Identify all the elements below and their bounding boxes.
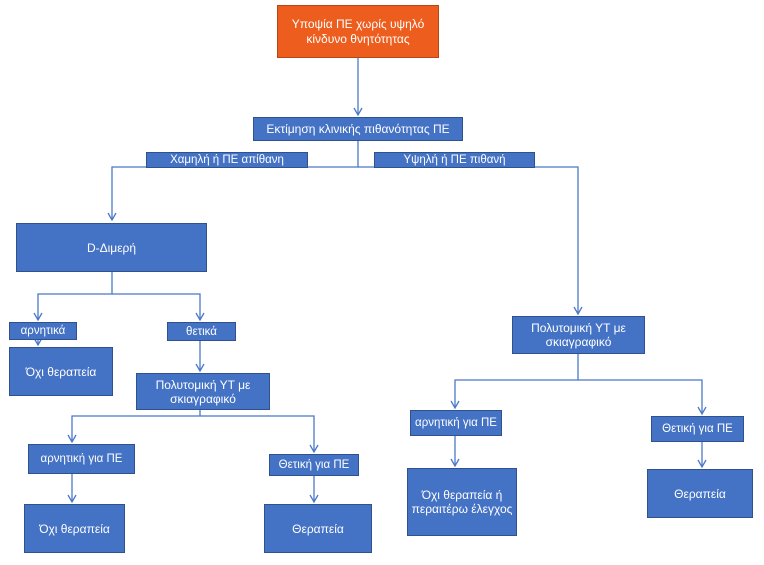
connector-ddimer-to-negative: [33, 272, 113, 322]
branch-low-probability: Χαμηλή ή ΠΕ απίθανη: [146, 152, 308, 168]
d-dimer-label: D-Διμερή: [86, 240, 137, 255]
root-suspicion-box: Υποψία ΠΕ χωρίς υψηλό κίνδυνο θνητότητας: [277, 5, 439, 58]
treatment-left-label: Θεραπεία: [292, 521, 344, 536]
root-suspicion-label: Υποψία ΠΕ χωρίς υψηλό κίνδυνο θνητότητας: [291, 16, 425, 46]
connector-ct-right-to-positive: [578, 379, 707, 416]
connector-ct-left-to-negative: [67, 410, 201, 444]
no-treatment-label-2: Όχι θεραπεία: [39, 521, 110, 536]
ct-angiography-right-box: Πολυτομική ΥΤ με σκιαγραφικό: [512, 316, 645, 354]
ct-right-positive-box: Θετική για ΠΕ: [651, 416, 744, 442]
treatment-right-label: Θεραπεία: [674, 486, 726, 501]
no-treatment-box-1: Όχι θεραπεία: [9, 347, 113, 396]
connector-ct-left-to-positive: [200, 415, 319, 454]
connector-ct-right-to-negative: [450, 354, 579, 410]
d-dimer-negative-label: αρνητικά: [20, 325, 66, 337]
no-treatment-or-further-label: Όχι θεραπεία ή περαιτέρω έλεγχος: [411, 488, 513, 516]
treatment-left-box: Θεραπεία: [264, 504, 372, 553]
d-dimer-positive-box: θετικά: [167, 322, 236, 341]
ct-angiography-right-label: Πολυτομική ΥΤ με σκιαγραφικό: [531, 321, 626, 349]
ct-angiography-left-box: Πολυτομική ΥΤ με σκιαγραφικό: [136, 373, 270, 410]
connector-assessment-to-high: [358, 166, 583, 316]
no-treatment-label-1: Όχι θεραπεία: [25, 364, 97, 379]
ct-left-negative-label: αρνητική για ΠΕ: [40, 453, 123, 465]
ct-right-negative-box: αρνητική για ΠΕ: [410, 410, 502, 436]
no-treatment-box-2: Όχι θεραπεία: [24, 504, 125, 553]
d-dimer-box: D-Διμερή: [16, 223, 207, 272]
ct-angiography-left-label: Πολυτομική ΥΤ με σκιαγραφικό: [155, 377, 251, 406]
d-dimer-positive-label: θετικά: [186, 325, 217, 338]
ct-right-positive-label: Θετική για ΠΕ: [662, 423, 733, 435]
clinical-probability-box: Εκτίμηση κλινικής πιθανότητας ΠΕ: [253, 117, 463, 141]
branch-high-label: Υψηλή ή ΠΕ πιθανή: [403, 154, 506, 166]
connector-ddimer-to-positive: [112, 293, 205, 322]
treatment-right-box: Θεραπεία: [647, 469, 753, 518]
ct-left-positive-box: Θετική για ΠΕ: [269, 454, 359, 476]
d-dimer-negative-box: αρνητικά: [9, 322, 77, 340]
ct-right-negative-label: αρνητική για ΠΕ: [415, 417, 497, 429]
ct-left-positive-label: Θετική για ΠΕ: [278, 459, 350, 471]
no-treatment-or-further-box: Όχι θεραπεία ή περαιτέρω έλεγχος: [407, 468, 517, 536]
branch-high-probability: Υψηλή ή ΠΕ πιθανή: [374, 152, 535, 168]
clinical-probability-label: Εκτίμηση κλινικής πιθανότητας ΠΕ: [266, 122, 450, 136]
branch-low-label: Χαμηλή ή ΠΕ απίθανη: [170, 154, 284, 166]
ct-left-negative-box: αρνητική για ΠΕ: [28, 444, 135, 474]
